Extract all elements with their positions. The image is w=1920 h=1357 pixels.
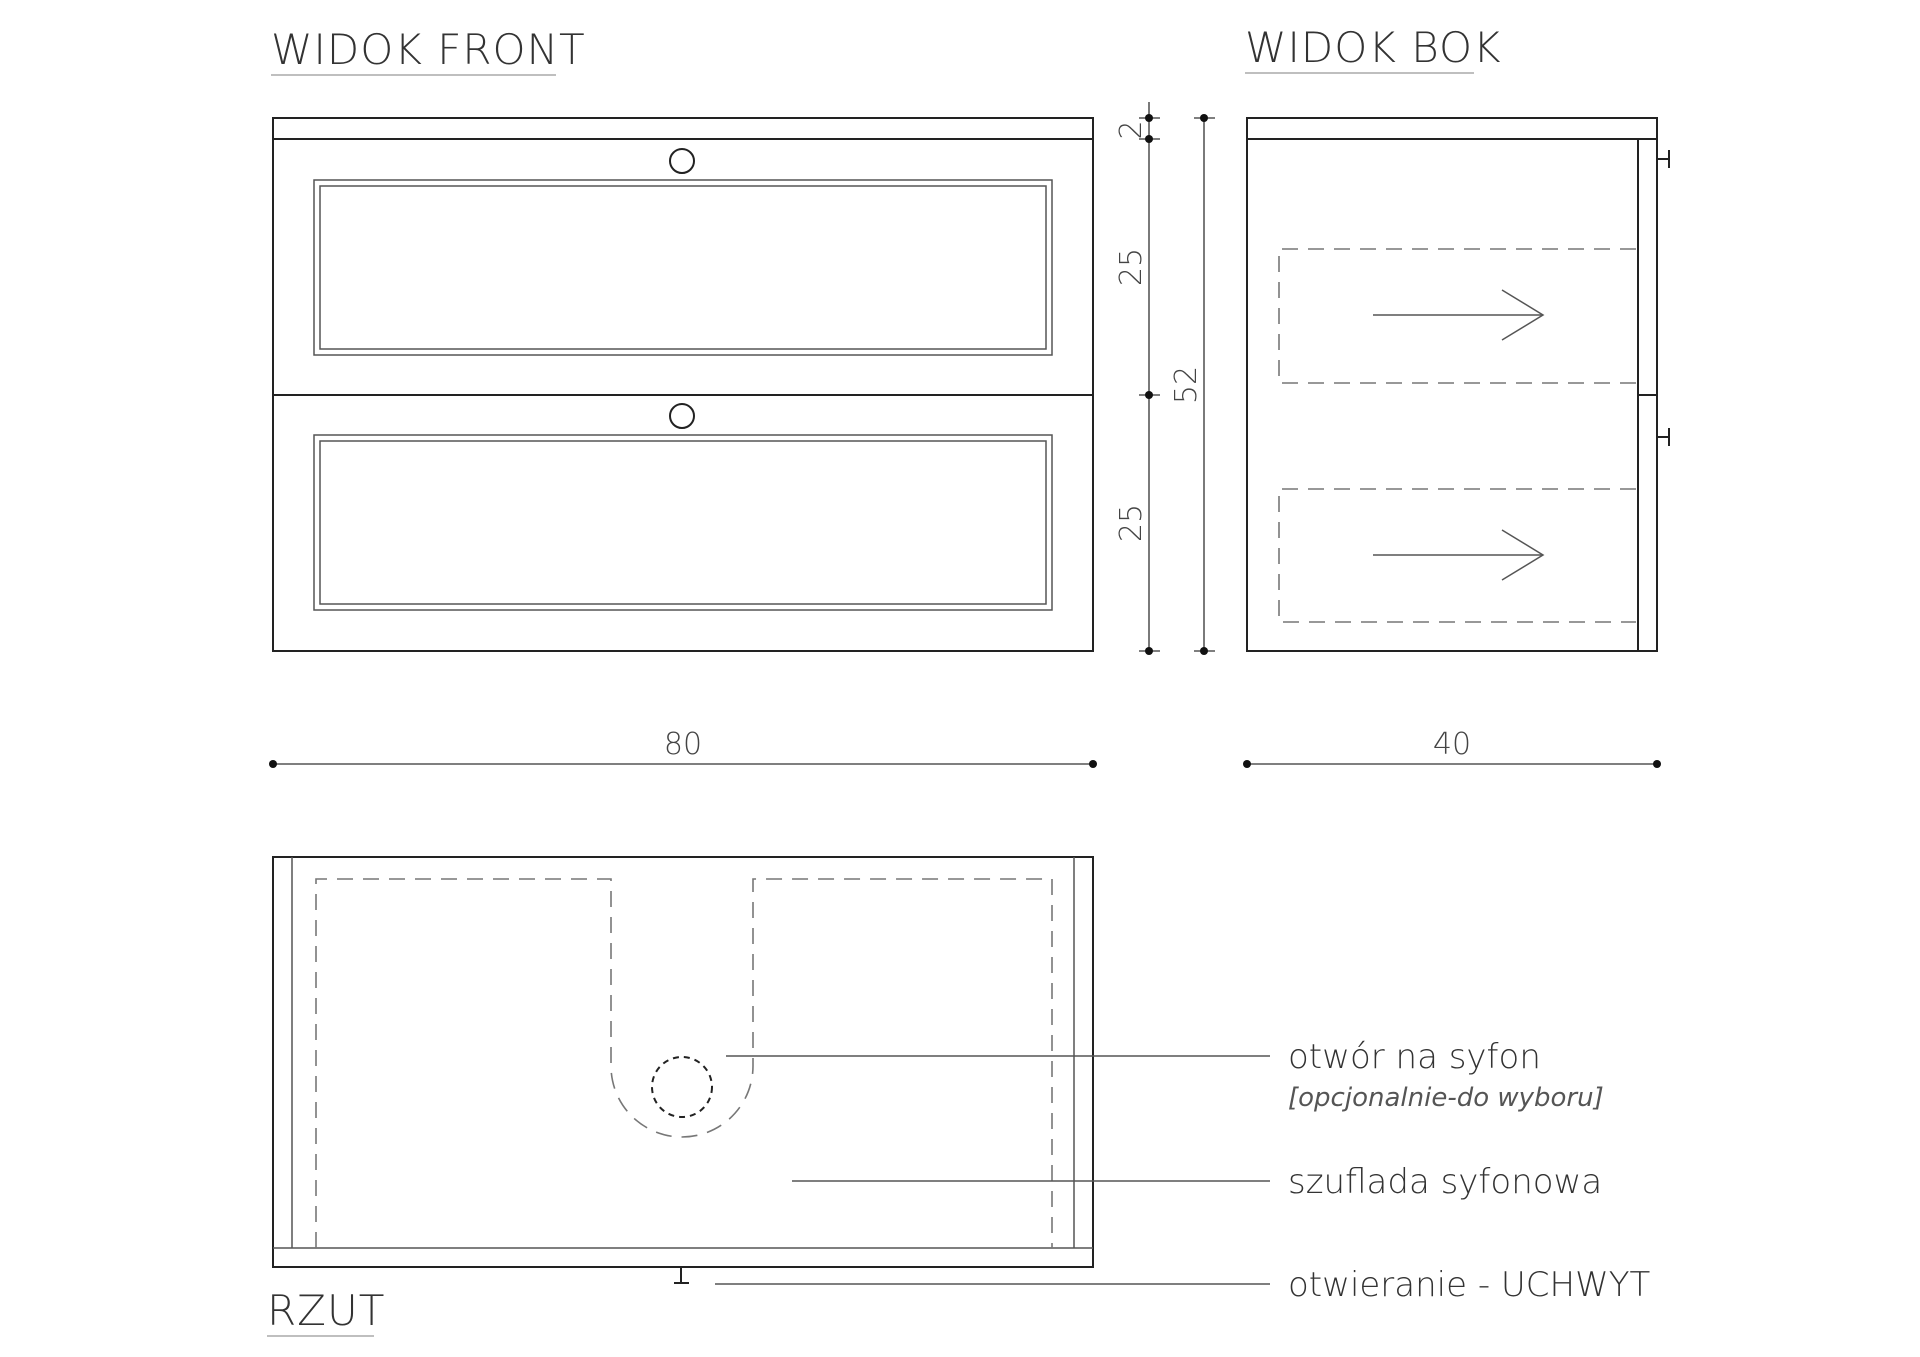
dim-top-thickness: 2	[1114, 120, 1149, 139]
dim-side-depth: 40	[1433, 727, 1471, 762]
dim-upper-drawer: 25	[1114, 248, 1149, 286]
siphon-hole-icon	[651, 1056, 713, 1118]
siphon-drawer-outline	[315, 878, 1053, 1248]
upper-drawer-panel-outer	[313, 179, 1053, 356]
label-opening: otwieranie - UCHWYT	[1288, 1265, 1650, 1305]
lower-drawer-panel-outer	[313, 434, 1053, 611]
upper-handle-icon	[1657, 150, 1670, 168]
lower-drawer-panel-inner	[319, 440, 1047, 605]
front-top-board	[272, 117, 1094, 140]
front-view-title: WIDOK FRONT	[271, 25, 586, 74]
front-view: WIDOK FRONT	[271, 25, 1094, 652]
side-view-title: WIDOK BOK	[1245, 23, 1502, 72]
dim-total-height: 52	[1169, 366, 1204, 404]
lower-handle-icon	[1657, 428, 1670, 446]
side-body	[1246, 138, 1639, 652]
front-upper-drawer	[272, 138, 1094, 396]
upper-knob-icon	[669, 148, 695, 174]
side-lower-front	[1637, 394, 1658, 652]
lower-drawer-box-hidden	[1278, 488, 1636, 623]
upper-drawer-panel-inner	[319, 185, 1047, 350]
side-depth-dimension: 40	[1243, 727, 1661, 768]
plan-view-title: RZUT	[267, 1286, 385, 1335]
front-width-dimension: 80	[269, 727, 1097, 768]
height-dimensions: 2 25 25 52	[1114, 102, 1215, 655]
plan-handle-icon	[674, 1267, 689, 1284]
upper-drawer-box-hidden	[1278, 248, 1636, 384]
label-siphon-hole-note: [opcjonalnie-do wyboru]	[1288, 1083, 1604, 1113]
side-top-board	[1246, 117, 1658, 140]
label-siphon-hole: otwór na syfon	[1288, 1037, 1541, 1077]
lower-slide-arrow-icon	[1373, 529, 1545, 581]
dim-lower-drawer: 25	[1114, 504, 1149, 542]
plan-outline	[272, 856, 1094, 1268]
dim-front-width: 80	[664, 727, 702, 762]
lower-knob-icon	[669, 403, 695, 429]
side-view: WIDOK BOK	[1245, 23, 1670, 652]
side-upper-front	[1637, 138, 1658, 396]
plan-view: otwór na syfon [opcjonalnie-do wyboru] s…	[267, 856, 1650, 1337]
upper-slide-arrow-icon	[1373, 289, 1545, 341]
label-siphon-drawer: szuflada syfonowa	[1288, 1162, 1602, 1202]
front-lower-drawer	[272, 394, 1094, 652]
